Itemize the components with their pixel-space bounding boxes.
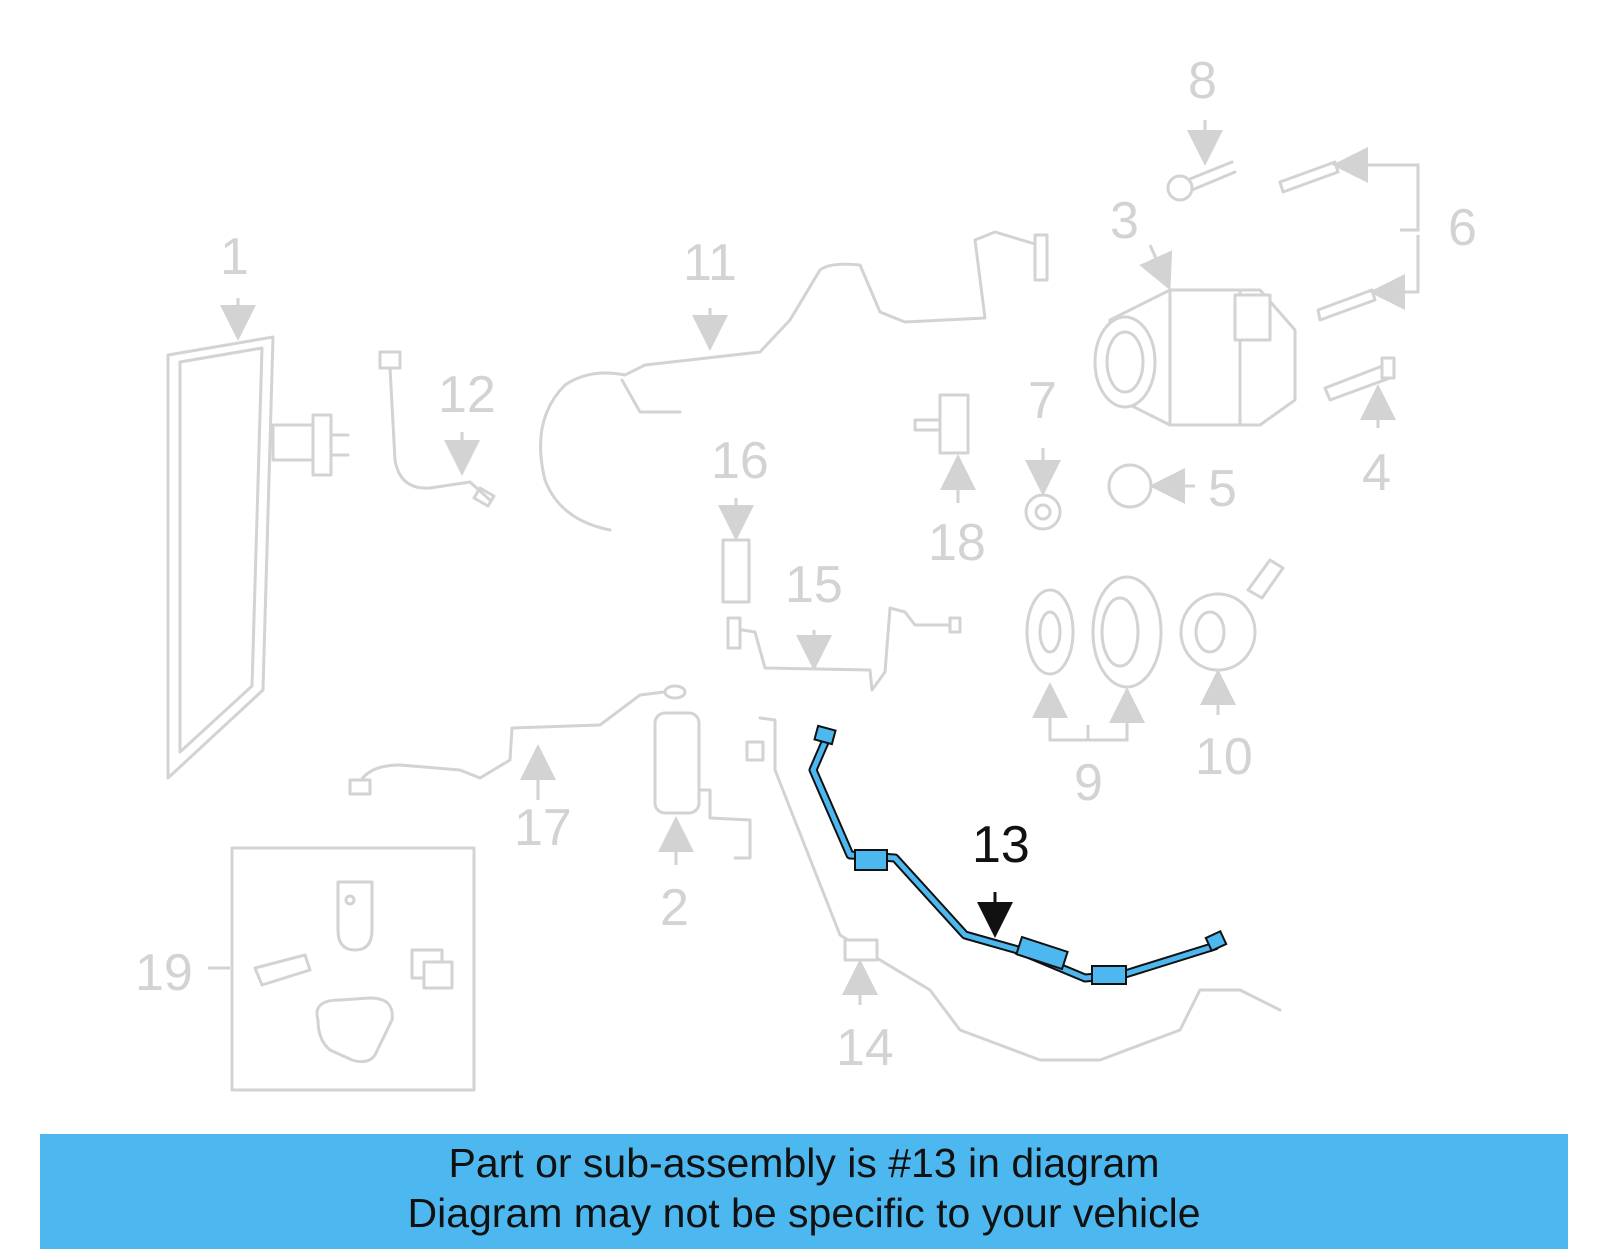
callout-1: 1 <box>220 228 249 286</box>
callout-3: 3 <box>1110 192 1139 250</box>
info-banner: Part or sub-assembly is #13 in diagram D… <box>40 1134 1568 1249</box>
part-10-coil <box>1179 558 1285 715</box>
callout-14: 14 <box>836 1019 894 1077</box>
part-6-studs <box>1278 147 1420 322</box>
part-13-highlighted-line <box>808 724 1228 985</box>
callout-2: 2 <box>660 879 689 937</box>
part-14-line <box>745 716 1282 1062</box>
callout-7: 7 <box>1028 372 1057 430</box>
callout-11: 11 <box>683 234 737 292</box>
callout-6: 6 <box>1448 199 1477 257</box>
callout-16: 16 <box>711 432 769 490</box>
part-12-hose <box>378 350 496 508</box>
part-7-nut <box>1024 448 1062 531</box>
callout-10: 10 <box>1195 728 1253 786</box>
callout-19: 19 <box>135 944 193 1002</box>
callout-12: 12 <box>438 366 496 424</box>
callout-8: 8 <box>1188 52 1217 110</box>
part-4-fitting <box>1323 356 1396 428</box>
part-3-compressor <box>1093 244 1297 427</box>
part-15-line <box>726 606 962 692</box>
part-9-pulleys <box>1025 575 1163 742</box>
banner-line-2: Diagram may not be specific to your vehi… <box>407 1190 1201 1236</box>
part-8-bolt <box>1166 120 1237 202</box>
callout-9: 9 <box>1074 754 1103 812</box>
callout-4: 4 <box>1362 444 1391 502</box>
part-16-sensor <box>718 498 754 604</box>
part-11-line <box>539 230 1049 532</box>
callout-5: 5 <box>1208 460 1237 518</box>
callout-13: 13 <box>972 816 1030 874</box>
part-18-switch <box>913 393 976 503</box>
callout-18: 18 <box>928 514 986 572</box>
banner-line-1: Part or sub-assembly is #13 in diagram <box>448 1140 1160 1186</box>
part-1-condenser <box>166 298 350 780</box>
part-2-drier <box>653 711 752 865</box>
part-5-plug <box>1107 463 1195 509</box>
callout-15: 15 <box>785 556 843 614</box>
part-17-hose <box>348 684 687 800</box>
part-19-kit <box>208 846 476 1092</box>
callout-17: 17 <box>514 799 572 857</box>
